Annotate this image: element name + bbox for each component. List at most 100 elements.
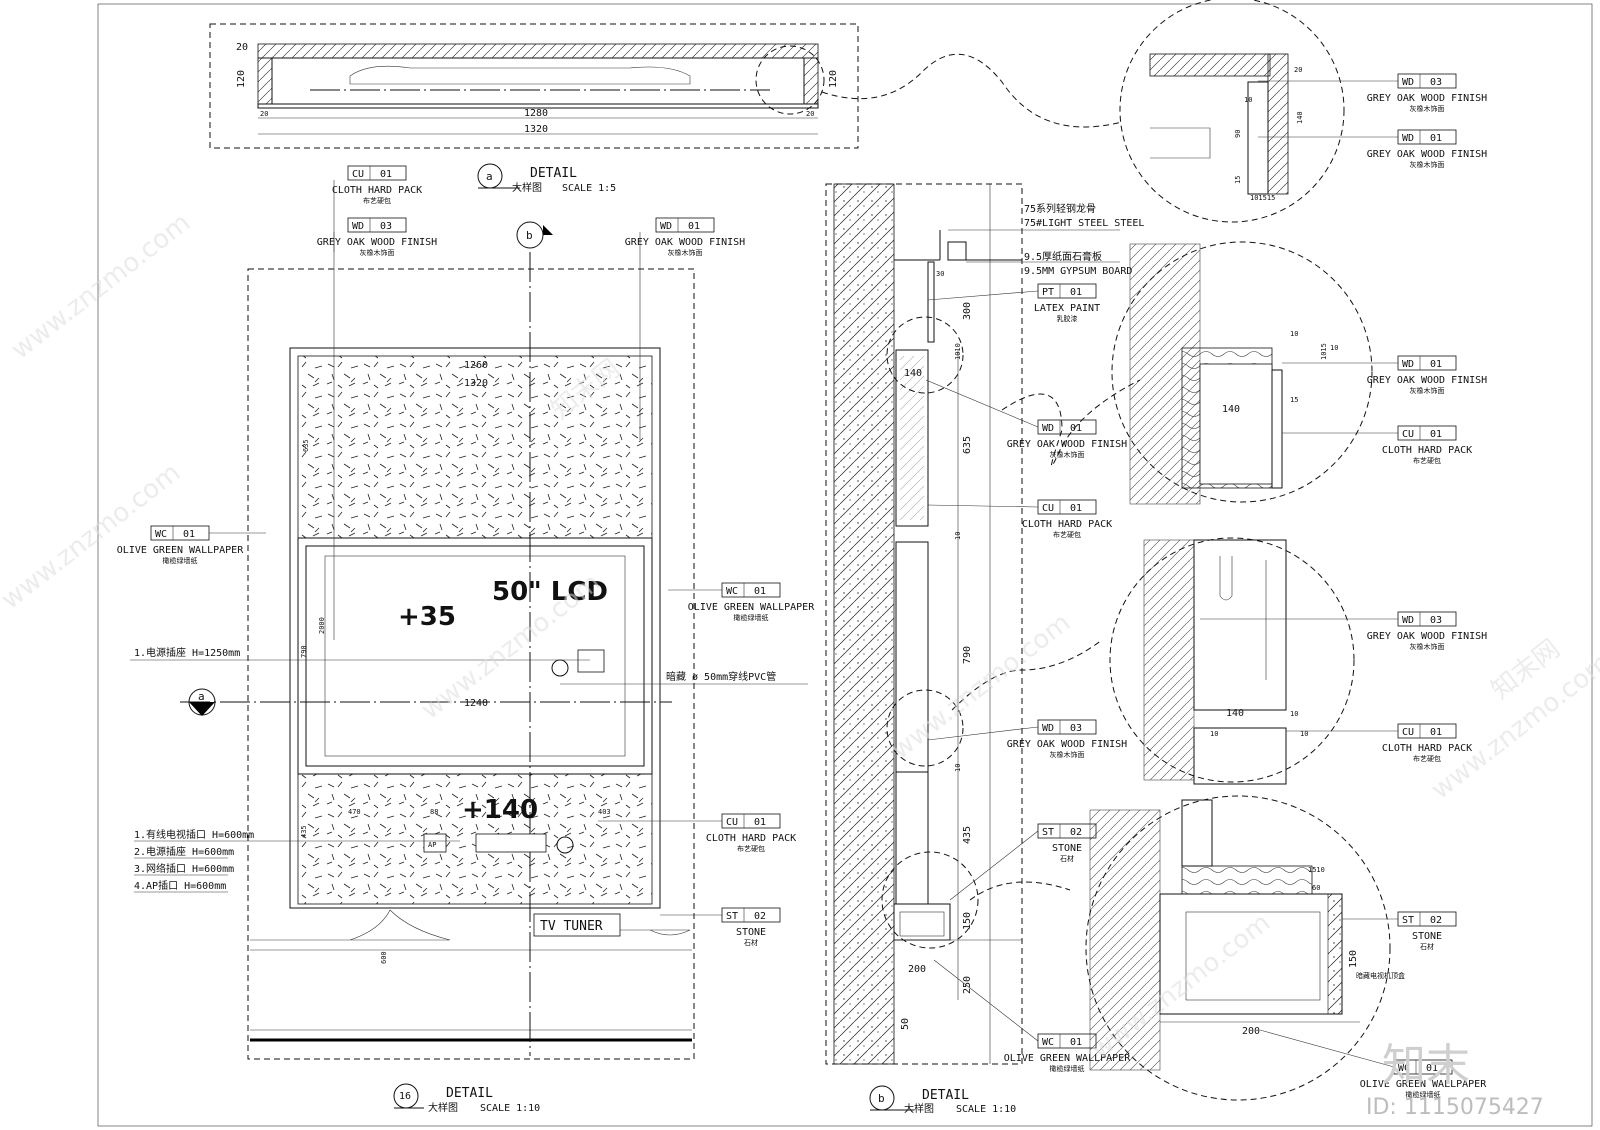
sec-dim-200: 200: [908, 964, 926, 975]
sec-dim-300: 300: [962, 302, 973, 320]
detail-a-title: a DETAIL 大样图 SCALE 1:5: [477, 163, 616, 194]
tag-material-cn: 灰橡木饰面: [1050, 450, 1085, 459]
plan-dim-height-right: 120: [828, 70, 839, 88]
watermark-logo: 知末: [1382, 1040, 1470, 1091]
detail-a-name: DETAIL: [530, 166, 577, 181]
detail-16-scale: SCALE 1:10: [480, 1103, 540, 1114]
tag-number: 02: [1070, 827, 1082, 838]
sec-dim-435: 435: [962, 826, 973, 844]
tag-code: CU: [352, 169, 364, 180]
c2-dim-15: 15: [1290, 396, 1298, 404]
c2-dim-1015: 1015: [1320, 343, 1328, 360]
level-140: +140: [462, 795, 538, 825]
section-marker-a-label: a: [198, 690, 205, 703]
tag-material-en: GREY OAK WOOD FINISH: [1007, 439, 1127, 450]
section-marker-b: b: [516, 221, 553, 249]
tag-material-cn: 灰橡木饰面: [1410, 642, 1445, 651]
tag-material-en: GREY OAK WOOD FINISH: [625, 237, 745, 248]
detail-16-marker: 16: [399, 1091, 411, 1102]
tag-code: WC: [155, 529, 167, 540]
level-35: +35: [398, 602, 456, 632]
tag-number: 03: [1070, 723, 1082, 734]
socket-group-icon: [475, 833, 547, 853]
detail-b-subtitle: 大样图: [904, 1102, 934, 1115]
tag-number: 01: [1430, 359, 1442, 370]
plan-dim-outer-width: 1320: [524, 124, 548, 135]
c4-dim-200: 200: [1242, 1026, 1260, 1037]
steel-note-cn: 75系列轻钢龙骨: [1024, 202, 1096, 215]
tag-material-cn: 布艺硬包: [1413, 754, 1441, 763]
sec-dim-150: 150: [962, 912, 973, 930]
tag-material-en: CLOTH HARD PACK: [1382, 445, 1472, 456]
steel-note-en: 75#LIGHT STEEL STEEL: [1024, 218, 1144, 229]
tag-code: WD: [1402, 615, 1414, 626]
detail-b-scale: SCALE 1:10: [956, 1104, 1016, 1115]
tag-material-en: GREY OAK WOOD FINISH: [1367, 93, 1487, 104]
tag-code: WC: [726, 586, 738, 597]
callout-2: 10 1015 10 140 15: [1111, 241, 1373, 505]
tag-material-cn: 布艺硬包: [1413, 456, 1441, 465]
sec-dim-790: 790: [962, 646, 973, 664]
tag-code: ST: [726, 911, 738, 922]
section-marker-b-label: b: [526, 229, 533, 242]
detail-a-scale: SCALE 1:5: [562, 183, 616, 194]
section-marker-a: a: [188, 688, 216, 716]
tv-label: 50" LCD: [492, 577, 608, 607]
tag-number: 01: [1070, 1037, 1082, 1048]
c3-dim-10c: 10: [1300, 730, 1308, 738]
tag-material-en: CLOTH HARD PACK: [706, 833, 796, 844]
tag-number: 02: [754, 911, 766, 922]
tv-tuner-label: TV TUNER: [540, 919, 603, 934]
elevation-16: 1260 1320 1240 635 2000 790 435 600 470 …: [130, 200, 808, 1060]
detail-16-subtitle: 大样图: [428, 1101, 458, 1114]
tag-material-en: GREY OAK WOOD FINISH: [1367, 375, 1487, 386]
tag-material-cn: 橄榄绿墙纸: [1050, 1064, 1085, 1073]
sec-dim-635: 635: [962, 436, 973, 454]
tag-code: WD: [1402, 133, 1414, 144]
tag-material-en: LATEX PAINT: [1034, 303, 1100, 314]
c1-dim-101515: 101515: [1250, 194, 1275, 202]
tag-code: CU: [1402, 429, 1414, 440]
tag-material-cn: 布艺硬包: [363, 196, 391, 205]
tag-material-cn: 橄榄绿墙纸: [734, 613, 769, 622]
elev-dim-88: 88: [430, 808, 438, 816]
gypsum-note-cn: 9.5厚纸面石膏板: [1024, 250, 1102, 263]
tag-number: 03: [380, 221, 392, 232]
sec-dim-10a: 10: [954, 532, 962, 540]
tag-code: WC: [1042, 1037, 1054, 1048]
tag-material-en: GREY OAK WOOD FINISH: [317, 237, 437, 248]
tag-code: CU: [1042, 503, 1054, 514]
tag-number: 01: [1070, 503, 1082, 514]
tag-number: 01: [688, 221, 700, 232]
tag-number: 01: [1426, 1063, 1438, 1074]
plan-detail-a: 120 120 20 1280 1320 20 20: [209, 23, 859, 149]
tag-code: WD: [1402, 77, 1414, 88]
c2-dim-10b: 10: [1330, 344, 1338, 352]
tag-material-en: OLIVE GREEN WALLPAPER: [1004, 1053, 1131, 1064]
tag-code: WD: [660, 221, 672, 232]
tag-material-cn: 石材: [1420, 942, 1434, 951]
tag-number: 01: [1430, 133, 1442, 144]
socket-list: 1.有线电视插口 H=600mm 2.电源插座 H=600mm 3.网络插口 H…: [134, 828, 460, 893]
tag-material-cn: 灰橡木饰面: [668, 248, 703, 257]
tag-material-en: GREY OAK WOOD FINISH: [1367, 149, 1487, 160]
tag-number: 01: [1070, 287, 1082, 298]
callout-4: 1510 60 150 200 暗藏电视机顶盒: [1085, 795, 1405, 1101]
elev-dim-635: 635: [302, 439, 310, 452]
callout-1: 20 10 90 140 15 101515: [1119, 0, 1345, 223]
plan-dim-side-left: 20: [260, 110, 268, 118]
elev-dim-403: 403: [598, 808, 611, 816]
